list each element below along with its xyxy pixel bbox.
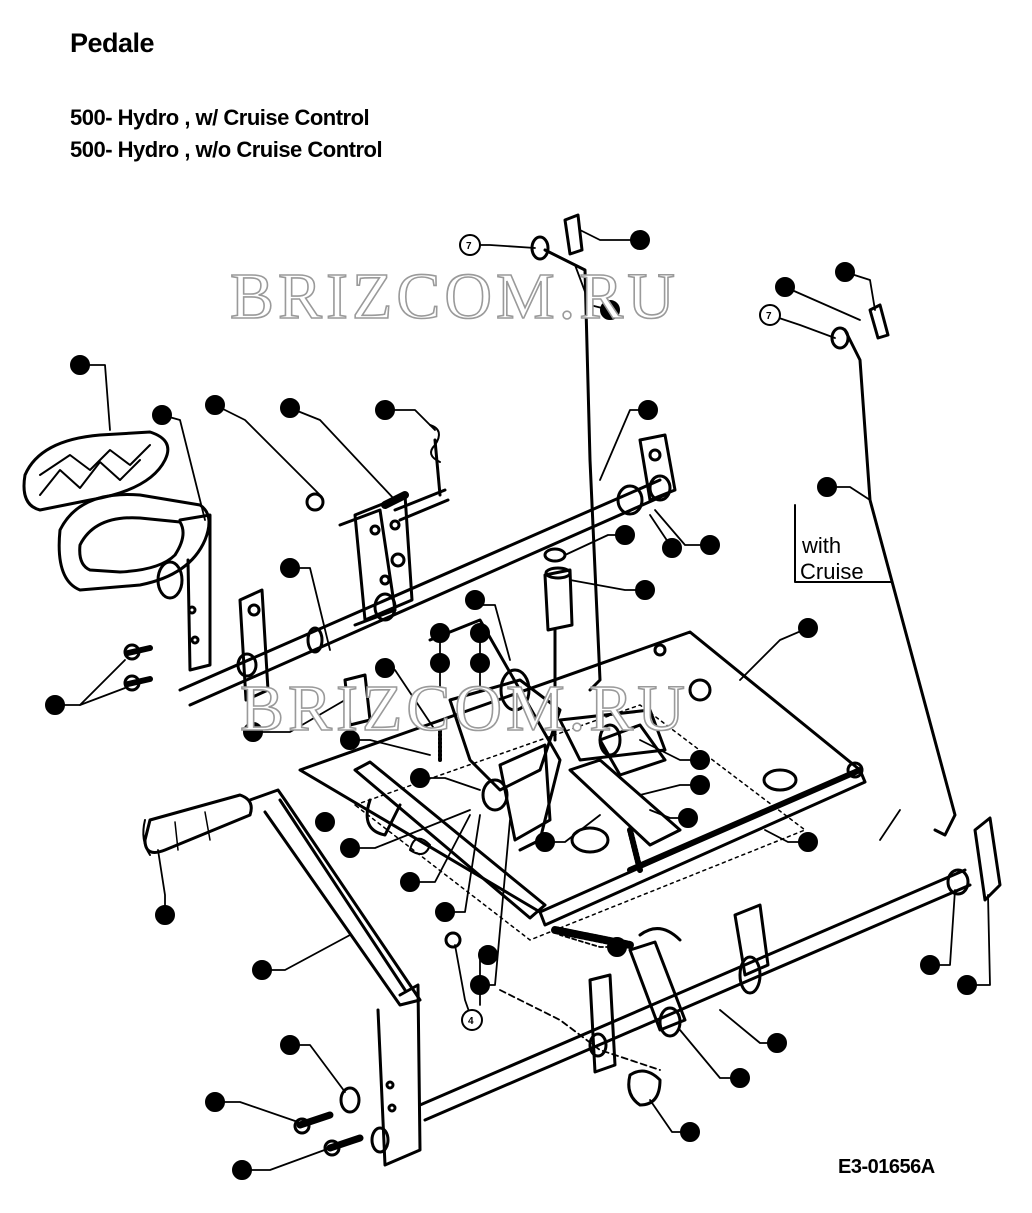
bolts-left <box>123 643 153 692</box>
with-cruise-note: with Cruise <box>800 533 864 584</box>
lower-pedal-shaft <box>418 816 1002 1122</box>
pivot-bracket <box>338 424 450 627</box>
watermark-top: BRIZCOM.RU <box>230 260 679 333</box>
callout-label-7-right: 7 <box>766 311 772 322</box>
model-subtitle-with-cruise: 500- Hydro , w/ Cruise Control <box>70 105 370 130</box>
gas-pedal <box>142 788 422 1167</box>
callout-label-4: 4 <box>468 1016 474 1027</box>
page-title: Pedale <box>70 28 155 58</box>
cruise-rod-right <box>794 303 957 837</box>
part-callouts-open <box>459 234 781 1031</box>
watermark-middle: BRIZCOM.RU <box>240 672 689 745</box>
watermark: BRIZCOM.RU BRIZCOM.RU <box>229 259 689 746</box>
callout-label-7-top: 7 <box>466 241 472 252</box>
diagram-code: E3-01656A <box>838 1156 935 1178</box>
brake-pedal <box>22 430 212 672</box>
note-with: with <box>801 533 841 558</box>
note-cruise: Cruise <box>800 559 864 584</box>
model-subtitle-without-cruise: 500- Hydro , w/o Cruise Control <box>70 137 383 162</box>
long-spring <box>551 761 864 949</box>
part-callouts <box>45 230 977 1180</box>
part-callout-labels: 7 7 4 <box>466 241 772 1027</box>
upper-pedal-shaft <box>178 433 677 707</box>
center-linkage <box>343 547 682 873</box>
